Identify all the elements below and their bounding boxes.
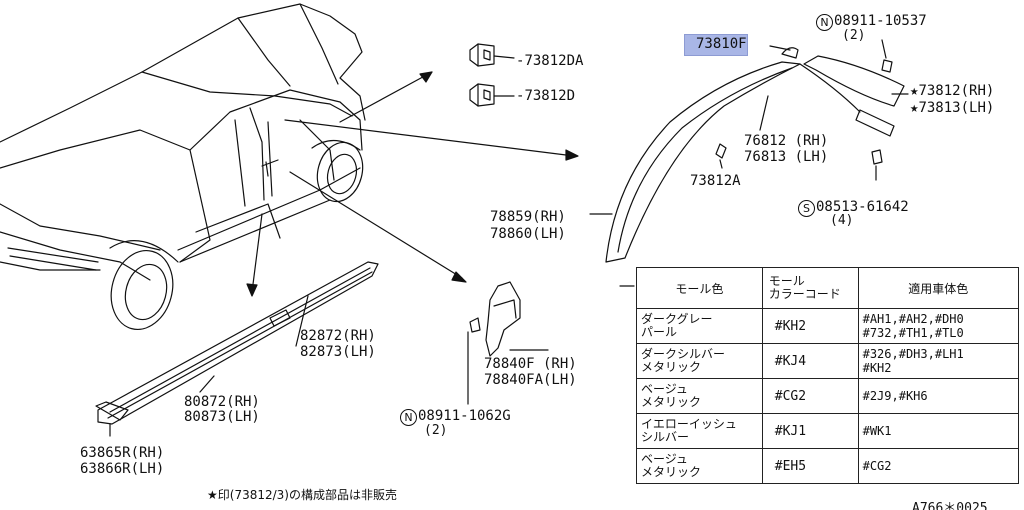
label-76813-lh[interactable]: 76813 (LH) bbox=[744, 149, 829, 165]
clip-73812D-drawing bbox=[469, 83, 515, 107]
table-row: ベージュ メタリック #CG2 #2J9,#KH6 bbox=[636, 378, 1020, 414]
clip-73812DA-drawing bbox=[469, 43, 515, 67]
diagram-code: A766＊0025 bbox=[912, 501, 988, 510]
cell-color-name: イエローイッシュ シルバー bbox=[636, 413, 763, 449]
arrow-to-mudguard bbox=[289, 171, 463, 279]
header-molding-color: モール色 bbox=[636, 267, 763, 309]
label-82872-rh[interactable]: 82872(RH) bbox=[300, 328, 376, 344]
cell-color-code: #KH2 bbox=[761, 308, 859, 344]
label-63866R-lh[interactable]: 63866R(LH) bbox=[80, 461, 165, 477]
highlight-73810F bbox=[684, 34, 748, 56]
label-73812DA[interactable]: -73812DA bbox=[516, 53, 584, 69]
label-73812A[interactable]: 73812A bbox=[690, 173, 741, 189]
cell-color-name: ベージュ メタリック bbox=[636, 448, 763, 484]
cell-color-name: ベージュ メタリック bbox=[636, 378, 763, 414]
arrow-to-clips bbox=[339, 71, 433, 123]
label-73812D[interactable]: -73812D bbox=[516, 88, 576, 104]
table-row: イエローイッシュ シルバー #KJ1 #WK1 bbox=[636, 413, 1020, 449]
n-circle-icon: N bbox=[400, 409, 417, 426]
footnote: ★印(73812/3)の構成部品は非販売 bbox=[207, 488, 397, 502]
cell-color-name: ダークグレー パール bbox=[636, 308, 763, 344]
label-80872-rh[interactable]: 80872(RH) bbox=[184, 394, 260, 410]
label-76812-rh[interactable]: 76812 (RH) bbox=[744, 133, 829, 149]
qty-08513-61642: (4) bbox=[830, 213, 854, 228]
label-78860-lh[interactable]: 78860(LH) bbox=[490, 226, 566, 242]
cell-body-colors: #326,#DH3,#LH1 #KH2 bbox=[857, 343, 1020, 379]
n-circle-icon: N bbox=[816, 14, 833, 31]
cell-color-name: ダークシルバー メタリック bbox=[636, 343, 763, 379]
label-80873-lh[interactable]: 80873(LH) bbox=[184, 409, 260, 425]
cell-body-colors: #2J9,#KH6 bbox=[857, 378, 1020, 414]
table-header-row: モール色 モール カラーコード 適用車体色 bbox=[636, 267, 1020, 309]
wheel-arch-molding-drawing bbox=[605, 39, 905, 263]
label-63865R-rh[interactable]: 63865R(RH) bbox=[80, 445, 165, 461]
label-82873-lh[interactable]: 82873(LH) bbox=[300, 344, 376, 360]
sill-molding-drawing bbox=[95, 261, 379, 425]
cell-body-colors: #CG2 bbox=[857, 448, 1020, 484]
qty-08911-1062G: (2) bbox=[424, 423, 448, 438]
cell-color-code: #KJ1 bbox=[761, 413, 859, 449]
label-73812-rh[interactable]: ★73812(RH) bbox=[910, 83, 995, 99]
qty-08911-10537: (2) bbox=[842, 28, 866, 43]
header-color-code: モール カラーコード bbox=[761, 267, 859, 309]
mud-guard-drawing bbox=[467, 281, 549, 405]
cell-color-code: #CG2 bbox=[761, 378, 859, 414]
label-73813-lh[interactable]: ★73813(LH) bbox=[910, 100, 995, 116]
label-78840F-rh[interactable]: 78840F (RH) bbox=[484, 356, 577, 372]
arrow-to-upper-molding bbox=[284, 119, 575, 157]
cell-body-colors: #WK1 bbox=[857, 413, 1020, 449]
arrow-to-sill-molding bbox=[251, 213, 263, 293]
car-illustration bbox=[0, 3, 366, 331]
cell-body-colors: #AH1,#AH2,#DH0 #732,#TH1,#TL0 bbox=[857, 308, 1020, 344]
table-row: ダークグレー パール #KH2 #AH1,#AH2,#DH0 #732,#TH1… bbox=[636, 308, 1020, 344]
header-body-color: 適用車体色 bbox=[857, 267, 1020, 309]
s-circle-icon: S bbox=[798, 200, 815, 217]
label-73810F[interactable]: 73810F bbox=[696, 36, 747, 52]
table-row: ダークシルバー メタリック #KJ4 #326,#DH3,#LH1 #KH2 bbox=[636, 343, 1020, 379]
label-78859-rh[interactable]: 78859(RH) bbox=[490, 209, 566, 225]
table-row: ベージュ メタリック #EH5 #CG2 bbox=[636, 448, 1020, 484]
cell-color-code: #KJ4 bbox=[761, 343, 859, 379]
label-78840FA-lh[interactable]: 78840FA(LH) bbox=[484, 372, 577, 388]
molding-color-table: モール色 モール カラーコード 適用車体色 ダークグレー パール #KH2 #A… bbox=[636, 267, 1020, 484]
cell-color-code: #EH5 bbox=[761, 448, 859, 484]
